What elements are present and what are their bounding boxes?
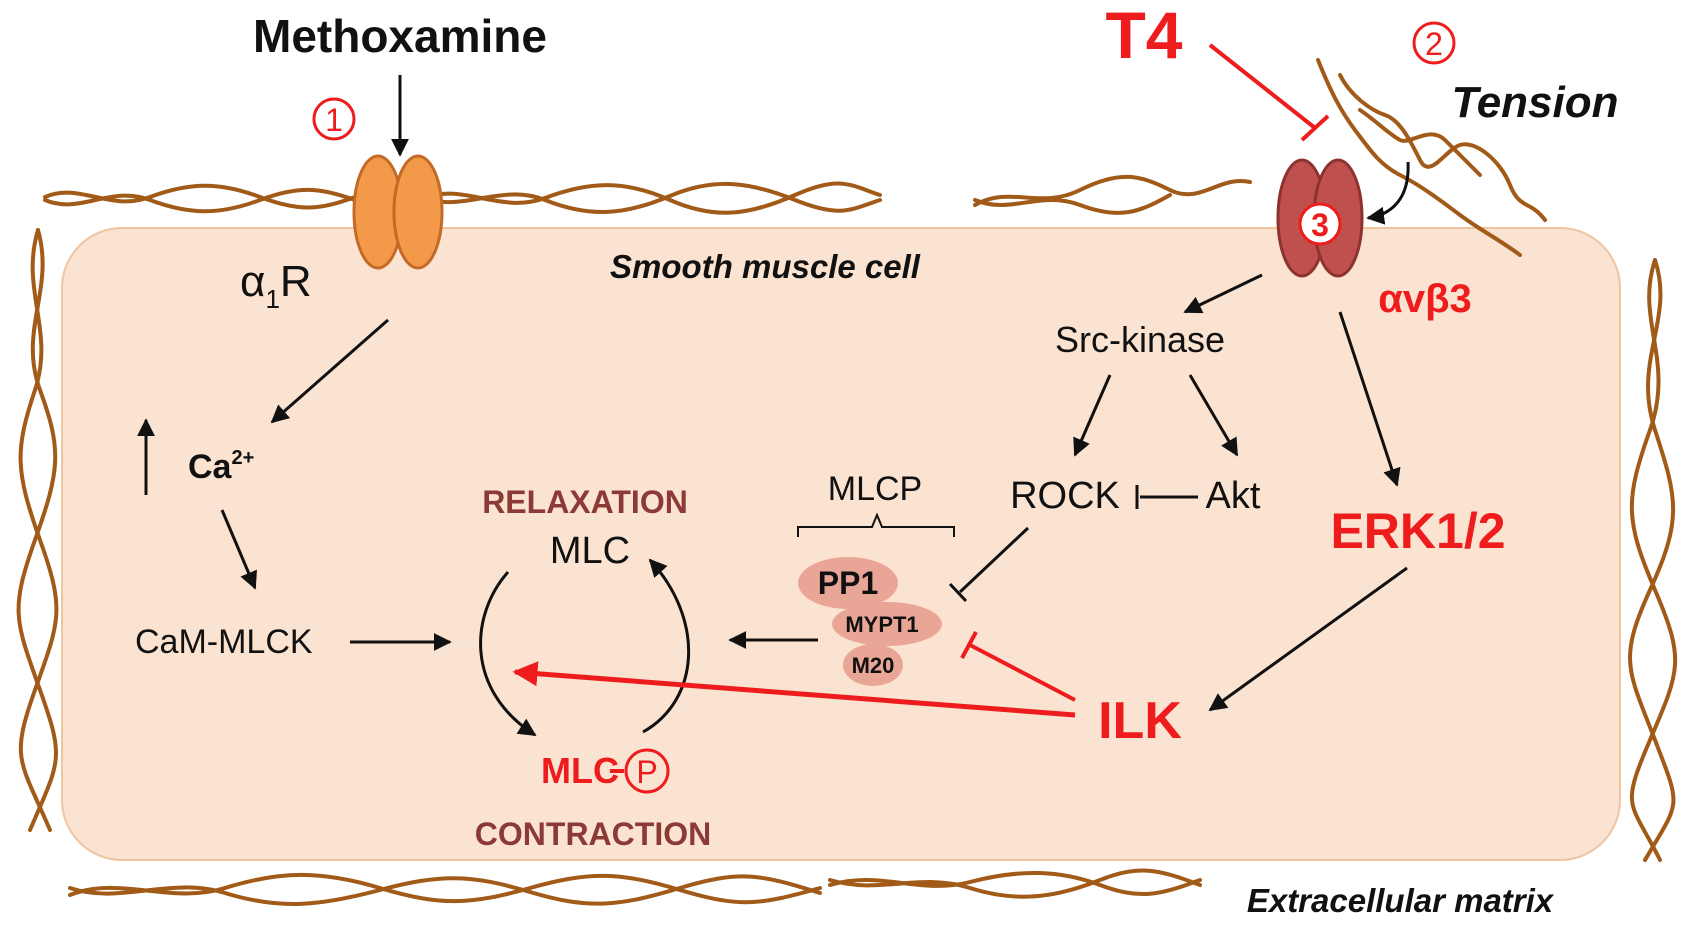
inhibit-ilk-mlcp-line [969,643,1076,702]
fiber-top-right-b [973,193,1172,215]
mlcp-complex: PP1 MYPT1 M20 [798,557,942,686]
marker-1: 1 [312,97,356,141]
inhibit-ilk-mlcp-bar [960,631,978,659]
arrow-tension-integrin [1366,161,1410,225]
matrix-label: Extracellular matrix [1247,882,1555,919]
mlc-label: MLC [550,530,630,572]
fiber-top-left [43,183,357,210]
mlcp-bracket [797,512,955,537]
mlc-phospho-label: MLC [541,750,619,791]
fiber-bottom-1 [68,872,822,905]
fiber-top-middle-b [418,181,882,214]
phospho-label: P [636,754,657,790]
inhibition-black [948,485,1198,603]
tension-label: Tension [1451,78,1618,127]
inhibit-t4-integrin-bar [1300,114,1330,142]
fiber-left-vertical [18,228,59,832]
inhibit-t4-integrin-line [1208,43,1317,130]
src-kinase-label: Src-kinase [1055,319,1225,360]
phospho-circle [624,748,670,794]
rock-label: ROCK [1010,475,1120,517]
mypt1-label: MYPT1 [845,612,918,637]
fiber-right-vertical-b [1628,258,1676,862]
m20-subunit [843,644,903,686]
arrow-src-rock [1073,374,1112,457]
alpha1-receptor-subunit-right [392,154,444,270]
inhibition-red [512,43,1330,718]
marker-2: 2 [1412,21,1456,65]
marker-2-label: 2 [1425,26,1443,62]
t4-label: T4 [1105,0,1182,72]
mypt1-subunit [832,602,942,646]
cell-label: Smooth muscle cell [610,248,921,285]
integrin-label: αvβ3 [1378,277,1472,321]
relaxation-label: RELAXATION [482,484,688,520]
methoxamine-label: Methoxamine [253,10,547,62]
marker-3-label: 3 [1311,207,1329,243]
arrow-integrin-erk [1338,311,1401,487]
arrow-integrin-src [1183,273,1263,314]
arrow-ilk-phosphorylation [512,661,1076,718]
arrow-calcium-cam-mlck [220,509,257,590]
fiber-tension-3 [1358,108,1482,177]
marker-1-label: 1 [325,102,343,138]
arrow-mlcp-to-mlc [642,558,690,734]
inhibit-rock-mlcp-line [958,526,1030,594]
fiber-bottom-2b [828,868,1202,899]
activation-arrows [137,75,1410,737]
ilk-label: ILK [1098,692,1182,750]
arrow-mlc-to-mlcp [479,571,537,737]
alpha1-receptor-label: α1R [240,257,312,314]
calcium-label: Ca2+ [188,447,254,486]
mlcp-label: MLCP [828,470,922,508]
arrow-receptor-calcium [270,318,389,424]
akt-label: Akt [1206,475,1261,517]
alpha1-receptor [352,154,444,270]
fiber-bottom-1b [68,874,822,907]
erk-label: ERK1/2 [1330,503,1505,559]
marker-3: 3 [1298,202,1342,246]
contraction-label: CONTRACTION [475,816,711,852]
arrow-erk-ilk [1208,566,1408,712]
fiber-top-left-b [43,187,357,214]
smooth-muscle-cell-body [61,227,1621,861]
pp1-subunit [798,557,898,609]
fiber-tension-2 [1338,73,1547,222]
inhibit-rock-mlcp-bar [948,582,968,603]
extracellular-matrix-fibers [16,58,1678,907]
fiber-tension-1 [1316,58,1522,257]
fiber-left-vertical-b [16,228,58,832]
fiber-right-vertical [1629,258,1678,862]
cam-mlck-label: CaM-MLCK [135,623,313,661]
pp1-label: PP1 [818,565,878,601]
fiber-top-right [973,174,1252,207]
arrow-src-akt [1188,374,1239,457]
m20-label: M20 [852,653,895,678]
